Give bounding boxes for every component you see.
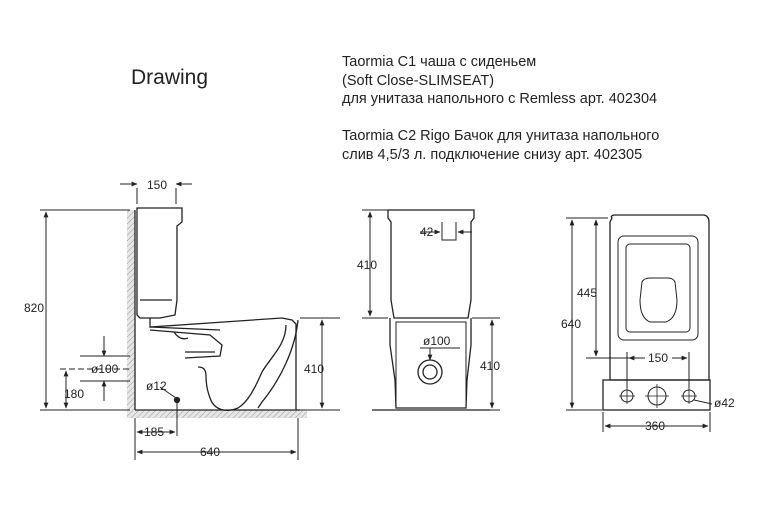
- flush-channel: [149, 329, 223, 359]
- top-view-labels: 640 445 150 360 ø42: [561, 286, 735, 433]
- front-panel: [395, 321, 467, 409]
- product-description-bowl: Taormia C1 чаша с сиденьем (Soft Close-S…: [342, 53, 657, 109]
- front-bowl: [389, 318, 472, 409]
- dim-front-drain: ø100: [423, 334, 451, 348]
- dim-total-depth: 640: [200, 445, 220, 459]
- dim-drain-diameter: ø100: [91, 362, 119, 376]
- dim-drain-height: 180: [64, 387, 84, 401]
- dim-hole-diameter: ø42: [714, 396, 735, 410]
- desc-line: для унитаза напольного с Remless арт. 40…: [342, 91, 658, 107]
- dim-inlet-diameter: ø12: [146, 379, 167, 393]
- seat-handle: [639, 277, 678, 323]
- dim-front-bowl-height: 410: [480, 359, 500, 373]
- bowl-outline: [149, 317, 297, 410]
- dim-top-width: 360: [645, 419, 665, 433]
- desc-line: Taormia C1 чаша с сиденьем: [342, 54, 537, 70]
- dim-tank-button: 42: [420, 225, 434, 239]
- dim-top-width: 150: [147, 178, 167, 192]
- top-bowl: [609, 214, 710, 381]
- desc-line: слив 4,5/3 л. подключение снизу арт. 402…: [342, 146, 643, 163]
- tank-outline: [136, 207, 183, 319]
- dim-total-height: 820: [24, 301, 44, 315]
- inlet-point: [173, 396, 181, 404]
- seat-outline: [617, 235, 699, 341]
- desc-line: (Soft Close-SLIMSEAT): [342, 72, 495, 89]
- dim-bowl-height: 410: [304, 362, 324, 376]
- dim-tank-height: 410: [357, 258, 377, 272]
- wall: [127, 210, 135, 417]
- top-view: [566, 214, 713, 432]
- front-tank: [387, 209, 475, 319]
- front-view: [362, 209, 500, 411]
- tank-top: [602, 379, 711, 411]
- product-description-tank: Taormia C2 Rigo Бачок для унитаза наполь…: [342, 127, 659, 164]
- desc-line: Taormia C2 Rigo Бачок для унитаза наполь…: [342, 128, 660, 144]
- front-view-labels: 42 410 ø100 410: [357, 225, 500, 373]
- floor: [127, 410, 307, 418]
- side-view: [40, 181, 340, 460]
- side-view-labels: 150 820 ø100 180 410 ø12 185 640: [24, 178, 324, 459]
- dim-top-depth: 640: [561, 317, 581, 331]
- drawing-heading: Drawing: [131, 66, 209, 89]
- dim-seat-length: 445: [577, 286, 597, 300]
- dim-inlet-offset: 185: [144, 425, 164, 439]
- dim-mount-spacing: 150: [648, 351, 668, 365]
- drain-hole: [417, 359, 443, 385]
- trap-curve: [197, 324, 287, 411]
